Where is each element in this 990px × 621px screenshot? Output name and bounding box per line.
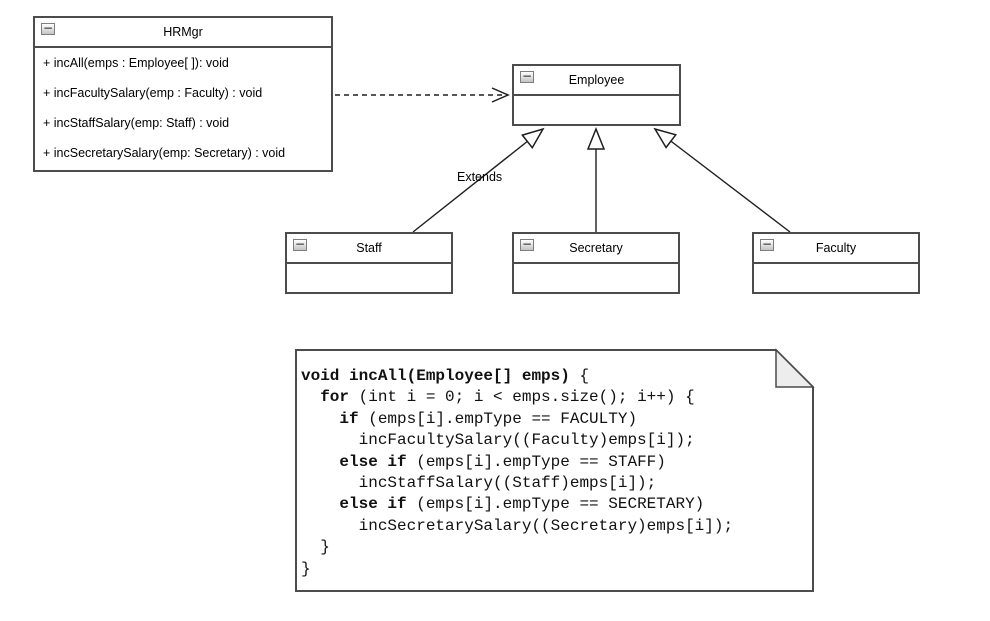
- code-segment: else if: [339, 452, 407, 471]
- collapse-icon[interactable]: −: [293, 237, 307, 251]
- code-segment: else if: [339, 495, 407, 514]
- class-title-faculty: Faculty: [815, 241, 857, 255]
- code-segment: [301, 410, 339, 428]
- code-line: }: [301, 559, 733, 580]
- class-title-bar: − HRMgr: [35, 18, 331, 48]
- collapse-icon[interactable]: −: [41, 21, 55, 35]
- code-segment: }: [301, 538, 330, 557]
- code-segment: for: [320, 388, 350, 407]
- code-segment: incSecretarySalary((Secretary)emps[i]);: [301, 516, 734, 535]
- code-segment: [301, 495, 339, 513]
- code-segment: (emps[i].empType == FACULTY): [358, 409, 638, 428]
- class-title-bar: − Employee: [514, 66, 679, 96]
- code-segment: (emps[i].empType == SECRETARY): [406, 495, 705, 514]
- method-item: + incStaffSalary(emp: Staff) : void: [43, 116, 230, 130]
- extends-label: Extends: [457, 170, 503, 184]
- code-segment: void incAll(Employee[] emps): [301, 367, 570, 385]
- class-box-employee[interactable]: − Employee: [512, 64, 681, 126]
- method-item: + incSecretarySalary(emp: Secretary) : v…: [43, 146, 286, 160]
- code-line: else if (emps[i].empType == STAFF): [301, 452, 733, 473]
- class-title-bar: − Secretary: [514, 234, 678, 264]
- code-text: void incAll(Employee[] emps) { for (int …: [301, 366, 733, 580]
- generalization-staff-employee: [412, 129, 543, 233]
- class-method-list: + incAll(emps : Employee[ ]): void + inc…: [35, 48, 331, 168]
- class-title-bar: − Staff: [287, 234, 451, 264]
- code-line: else if (emps[i].empType == SECRETARY): [301, 494, 733, 515]
- code-line: incSecretarySalary((Secretary)emps[i]);: [301, 516, 733, 537]
- class-title-staff: Staff: [356, 241, 382, 255]
- collapse-icon[interactable]: −: [520, 69, 534, 83]
- class-title-employee: Employee: [568, 73, 625, 87]
- class-box-hrmgr[interactable]: − HRMgr + incAll(emps : Employee[ ]): vo…: [33, 16, 333, 172]
- code-line: incFacultySalary((Faculty)emps[i]);: [301, 430, 733, 451]
- generalization-faculty-employee: [655, 129, 791, 233]
- class-box-secretary[interactable]: − Secretary: [512, 232, 680, 294]
- method-item: + incFacultySalary(emp : Faculty) : void: [43, 86, 263, 100]
- method-item: + incAll(emps : Employee[ ]): void: [43, 56, 229, 70]
- code-segment: (int i = 0; i < emps.size(); i++) {: [349, 388, 695, 407]
- code-segment: (emps[i].empType == STAFF): [406, 452, 666, 471]
- note-body: [295, 349, 814, 592]
- collapse-icon[interactable]: −: [520, 237, 534, 251]
- code-line: void incAll(Employee[] emps) {: [301, 366, 733, 387]
- code-line: }: [301, 537, 733, 558]
- code-segment: incStaffSalary((Staff)emps[i]);: [301, 473, 657, 492]
- class-box-staff[interactable]: − Staff: [285, 232, 453, 294]
- collapse-icon[interactable]: −: [760, 237, 774, 251]
- code-segment: {: [569, 367, 590, 385]
- code-note[interactable]: [295, 348, 815, 592]
- class-box-faculty[interactable]: − Faculty: [752, 232, 920, 294]
- code-line: incStaffSalary((Staff)emps[i]);: [301, 473, 733, 494]
- code-segment: [301, 453, 339, 471]
- code-segment: if: [339, 409, 359, 428]
- code-line: for (int i = 0; i < emps.size(); i++) {: [301, 387, 733, 408]
- code-line: if (emps[i].empType == FACULTY): [301, 409, 733, 430]
- class-title-hrmgr: HRMgr: [163, 25, 203, 39]
- class-title-secretary: Secretary: [569, 241, 623, 255]
- folded-corner-icon: [775, 348, 815, 388]
- code-segment: }: [301, 559, 311, 578]
- code-segment: incFacultySalary((Faculty)emps[i]);: [301, 431, 695, 450]
- class-title-bar: − Faculty: [754, 234, 918, 264]
- code-segment: [301, 388, 320, 406]
